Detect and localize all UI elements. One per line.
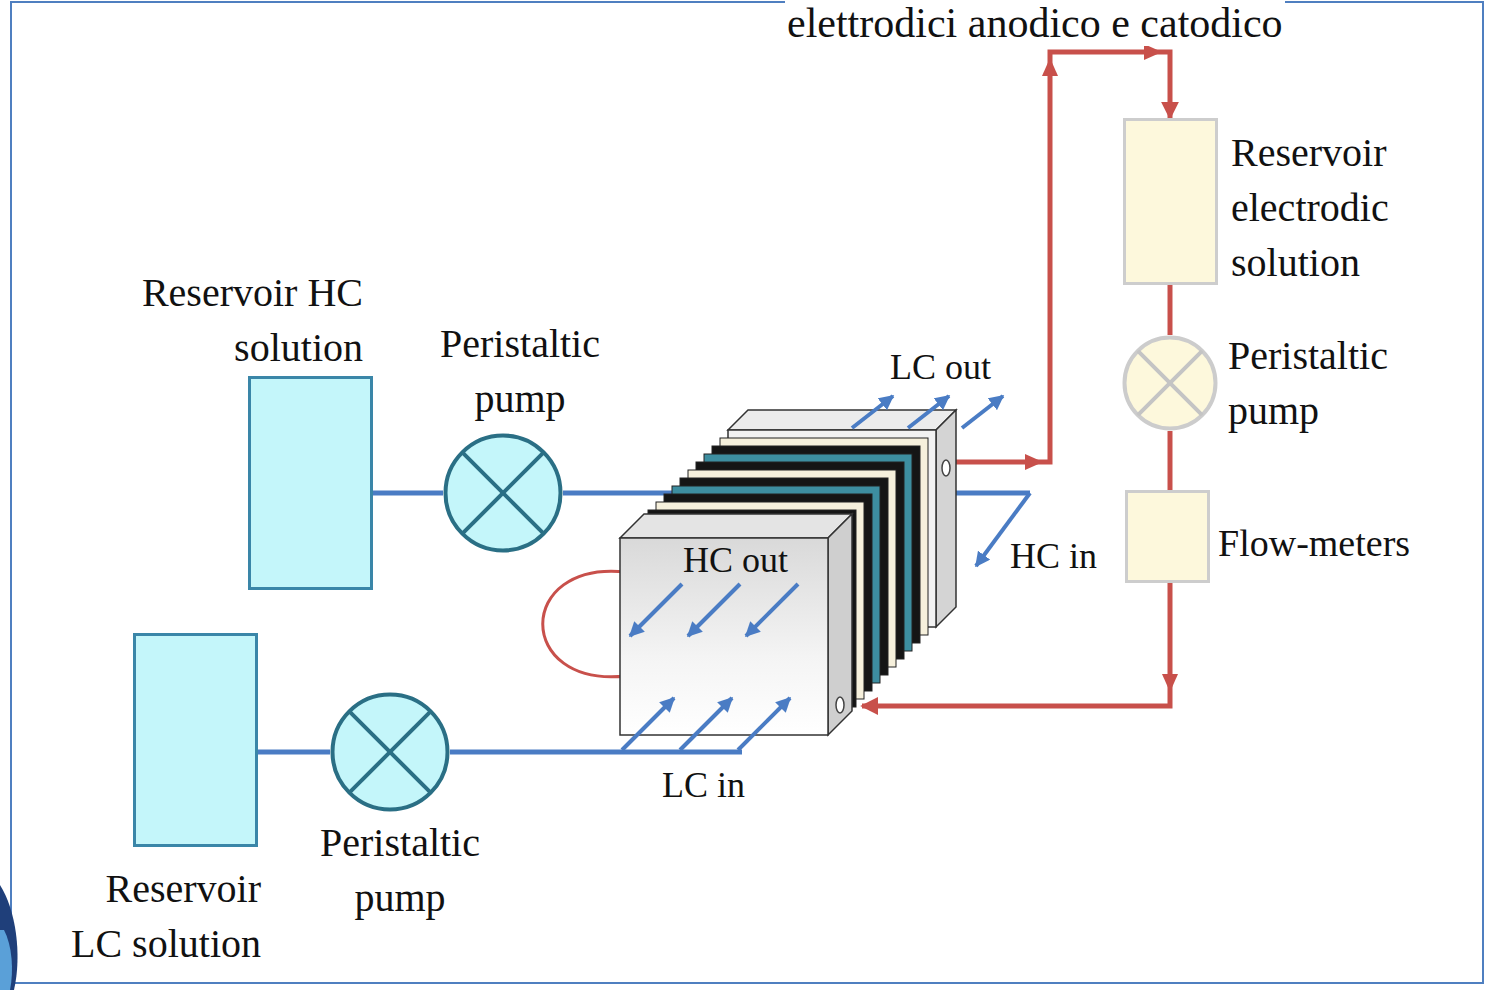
pump-outline: [330, 692, 450, 812]
label-holder: HC out: [683, 538, 853, 582]
node-label: Reservoir LC solution: [56, 861, 261, 971]
flow-label: LC in: [660, 764, 747, 806]
hc-out-arrow: [630, 584, 682, 636]
end-plate: [828, 514, 852, 735]
electrode-pipe: [1168, 431, 1173, 490]
reservoir-box: Reservoir HC solution: [248, 376, 373, 590]
hc-out-arrow: [746, 584, 798, 636]
lc-out-arrow: [852, 396, 893, 428]
pump-circle: [446, 436, 561, 551]
pump-cross: [462, 452, 543, 533]
slide-frame: [11, 2, 1483, 983]
flow-label: LC out: [888, 346, 993, 388]
solution-pipe: [373, 491, 443, 496]
electrode-pipe: [1168, 285, 1173, 335]
solution-pipe: [450, 750, 620, 755]
node-label: Reservoir HC solution: [83, 265, 363, 375]
label-holder: Peristaltic pump: [410, 316, 630, 426]
lc-in-arrow: [738, 698, 790, 750]
pump-symbol: Peristaltic pump: [443, 433, 563, 553]
pump-cross: [1138, 351, 1202, 415]
node-label: Peristaltic pump: [1228, 328, 1438, 438]
label-holder: Reservoir HC solution: [83, 265, 363, 375]
corner-swoosh: [0, 885, 18, 990]
label-holder: LC out: [888, 346, 993, 388]
pump-cross: [462, 452, 543, 533]
corner-swoosh: [0, 930, 12, 990]
pump-outline: [443, 433, 563, 553]
pump-cross: [349, 711, 430, 792]
pump-symbol: Peristaltic pump: [330, 692, 450, 812]
electrodialysis-stack: HC out: [620, 535, 862, 760]
label-holder: Reservoir LC solution: [56, 861, 261, 971]
plate-port: [942, 460, 950, 476]
electrode-loop: [543, 571, 626, 677]
label-holder: LC in: [660, 764, 747, 806]
end-plate: [936, 410, 956, 627]
lc-in-arrow: [680, 698, 732, 750]
lc-out-arrow: [962, 396, 1003, 428]
hc-manifold: [950, 491, 1030, 496]
pump-outline: [1122, 335, 1218, 431]
hc-out-arrow: [688, 584, 740, 636]
end-plate: [728, 410, 956, 430]
pump-circle: [1125, 338, 1216, 429]
node-label: Flow-meters: [1218, 516, 1410, 571]
node-label: Reservoir electrodic solution: [1231, 125, 1441, 290]
lc-out-arrow: [908, 396, 949, 428]
reservoir-box: Reservoir electrodic solution: [1123, 118, 1218, 285]
flowmeter-box: Flow-meters: [1125, 490, 1210, 583]
solution-pipe: [258, 750, 330, 755]
lc-in-arrow: [622, 698, 674, 750]
pump-symbol: Peristaltic pump: [1122, 335, 1218, 431]
label-holder: Flow-meters: [1218, 516, 1410, 571]
pump-cross: [349, 711, 430, 792]
pump-circle: [333, 695, 448, 810]
node-label: HC out: [683, 538, 853, 582]
end-plate: [620, 514, 852, 538]
plate-port: [836, 697, 844, 713]
flow-label: elettrodici anodico e catodico: [785, 0, 1285, 46]
label-holder: HC in: [1008, 535, 1099, 577]
label-holder: elettrodici anodico e catodico: [785, 0, 1285, 46]
reservoir-box: Reservoir LC solution: [133, 633, 258, 847]
label-holder: Peristaltic pump: [290, 815, 510, 925]
flow-label: HC in: [1008, 535, 1099, 577]
pump-cross: [1138, 351, 1202, 415]
node-label: Peristaltic pump: [290, 815, 510, 925]
label-holder: Peristaltic pump: [1228, 328, 1438, 438]
node-label: Peristaltic pump: [410, 316, 630, 426]
label-holder: Reservoir electrodic solution: [1231, 125, 1441, 290]
